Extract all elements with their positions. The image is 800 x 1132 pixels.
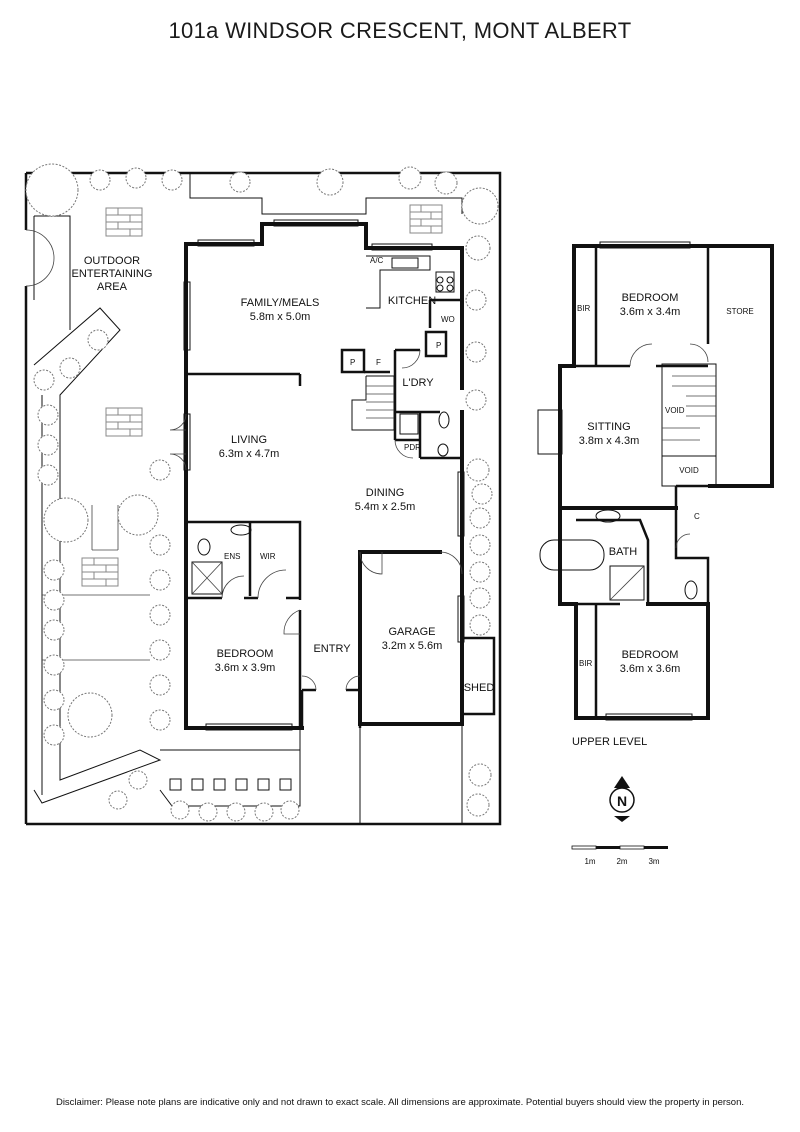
upper-bedroom2-size: 3.6m x 3.6m [620,663,681,675]
ground-floor-walls [184,222,496,730]
wir-label: WIR [260,552,276,561]
living-size: 6.3m x 4.7m [219,448,280,460]
brick-pavers [81,204,443,791]
windows [183,219,465,731]
upper-bir-1: BIR [577,304,591,313]
sitting-size: 3.8m x 4.3m [579,435,640,447]
kitchen-label: KITCHEN [388,295,436,307]
upper-fixtures [539,343,709,601]
north-letter: N [617,793,627,809]
powder-label: PDR [404,443,421,452]
outdoor-label-2: ENTERTAINING [72,268,153,280]
bath-label: BATH [609,546,638,558]
upper-bir-2: BIR [579,659,593,668]
upper-bedroom1-label: BEDROOM [622,292,679,304]
sitting-label: SITTING [587,421,630,433]
void-label-1: VOID [665,406,685,415]
garage-label: GARAGE [388,626,435,638]
family-meals-label: FAMILY/MEALS [241,297,320,309]
wo-label: WO [441,315,455,324]
upper-windows [537,241,693,721]
scale-3m: 3m [648,857,659,866]
void-label-2: VOID [679,466,699,475]
bedroom-size: 3.6m x 3.9m [215,662,276,674]
fridge-label: F [376,358,381,367]
pantry-label: P [350,358,355,367]
outdoor-label-3: AREA [97,281,128,293]
upper-level-label: UPPER LEVEL [572,736,647,748]
north-arrow-icon: N [609,776,635,822]
upper-floor-walls [558,244,774,720]
entry-label: ENTRY [313,643,351,655]
upper-bedroom2-label: BEDROOM [622,649,679,661]
fixtures [191,276,454,595]
garage-size: 3.2m x 5.6m [382,640,443,652]
trees [25,163,499,822]
family-meals-size: 5.8m x 5.0m [250,311,311,323]
laundry-label: L'DRY [402,377,434,389]
bedroom-label: BEDROOM [217,648,274,660]
shed-label: SHED [464,682,495,694]
outdoor-label-1: OUTDOOR [84,255,140,267]
scale-bar: 1m 2m 3m [571,845,668,866]
living-label: LIVING [231,434,267,446]
garden-gate [25,229,55,287]
disclaimer: Disclaimer: Please note plans are indica… [55,1097,745,1108]
doors [169,349,463,691]
ensuite-label: ENS [224,552,240,561]
upper-bedroom1-size: 3.6m x 3.4m [620,306,681,318]
dining-size: 5.4m x 2.5m [355,501,416,513]
ac-label: A/C [370,256,384,265]
store-label: STORE [726,307,753,316]
kitchen-pantry-label: P [436,341,441,350]
page-title: 101a WINDSOR CRESCENT, MONT ALBERT [168,18,632,43]
cupboard-label: C [694,512,700,521]
scale-1m: 1m [584,857,595,866]
scale-2m: 2m [616,857,627,866]
dining-label: DINING [366,487,405,499]
